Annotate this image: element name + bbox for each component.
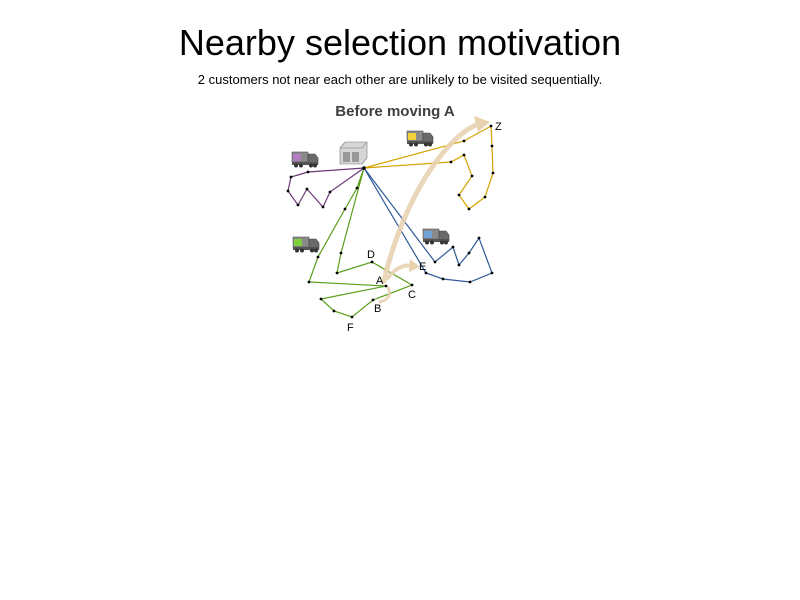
customer-node bbox=[335, 271, 339, 275]
customer-node bbox=[490, 271, 494, 275]
figure-title: Before moving A bbox=[335, 103, 455, 120]
customer-node bbox=[470, 174, 474, 178]
customer-node bbox=[462, 139, 466, 143]
blue-route bbox=[363, 167, 493, 283]
customer-node bbox=[307, 280, 311, 284]
move-arrows bbox=[378, 116, 490, 304]
customer-node bbox=[467, 207, 471, 211]
customer-node bbox=[332, 309, 336, 313]
customer-node bbox=[467, 251, 471, 255]
slide-title: Nearby selection motivation bbox=[178, 22, 622, 63]
customer-node bbox=[433, 260, 437, 264]
customer-node bbox=[296, 203, 300, 207]
customer-node bbox=[328, 190, 332, 194]
customer-node bbox=[410, 283, 414, 287]
arrow-a-to-z bbox=[381, 121, 481, 284]
customer-node bbox=[457, 263, 461, 267]
customer-node bbox=[490, 144, 494, 148]
customer-node bbox=[343, 207, 347, 211]
depot-node bbox=[362, 166, 366, 170]
customer-node bbox=[321, 205, 325, 209]
customer-node bbox=[449, 160, 453, 164]
customer-node bbox=[462, 153, 466, 157]
icons bbox=[291, 130, 450, 253]
label-z: Z bbox=[495, 121, 502, 133]
truck-icon-purple bbox=[291, 151, 319, 168]
label-f: F bbox=[347, 322, 354, 334]
customer-node bbox=[441, 277, 445, 281]
customer-node bbox=[371, 298, 375, 302]
customer-node bbox=[370, 260, 374, 264]
truck-icon-yellow bbox=[406, 130, 434, 147]
yellow-route bbox=[363, 125, 494, 210]
customer-node bbox=[289, 175, 293, 179]
arrow-head-e bbox=[409, 259, 420, 272]
depot-building-icon bbox=[339, 141, 368, 165]
customer-node bbox=[305, 187, 309, 191]
arrow-a-to-b bbox=[378, 286, 392, 304]
customer-node bbox=[339, 251, 343, 255]
customer-node bbox=[477, 236, 481, 240]
customer-node bbox=[424, 271, 428, 275]
customer-node bbox=[350, 315, 354, 319]
customer-node bbox=[489, 124, 493, 128]
label-a: A bbox=[376, 275, 384, 287]
customer-node bbox=[306, 170, 310, 174]
label-c: C bbox=[408, 289, 416, 301]
customer-node bbox=[451, 245, 455, 249]
customer-node bbox=[316, 255, 320, 259]
customer-node bbox=[355, 186, 359, 190]
arrow-a-to-e bbox=[386, 263, 414, 280]
slide-subtitle: 2 customers not near each other are unli… bbox=[197, 72, 603, 87]
truck-icon-blue bbox=[422, 228, 450, 245]
customer-node bbox=[468, 280, 472, 284]
label-d: D bbox=[367, 249, 375, 261]
node-labels: Z D A E C B F bbox=[347, 121, 502, 334]
label-e: E bbox=[419, 261, 426, 273]
purple-route bbox=[287, 167, 365, 209]
customer-node bbox=[457, 193, 461, 197]
customer-node bbox=[384, 284, 388, 288]
label-b: B bbox=[374, 303, 381, 315]
arrow-head-z bbox=[474, 116, 490, 132]
customer-node bbox=[483, 195, 487, 199]
customer-node bbox=[286, 189, 290, 193]
customer-node bbox=[491, 171, 495, 175]
routes bbox=[286, 124, 495, 319]
customer-node bbox=[319, 297, 323, 301]
truck-icon-green bbox=[292, 236, 320, 253]
